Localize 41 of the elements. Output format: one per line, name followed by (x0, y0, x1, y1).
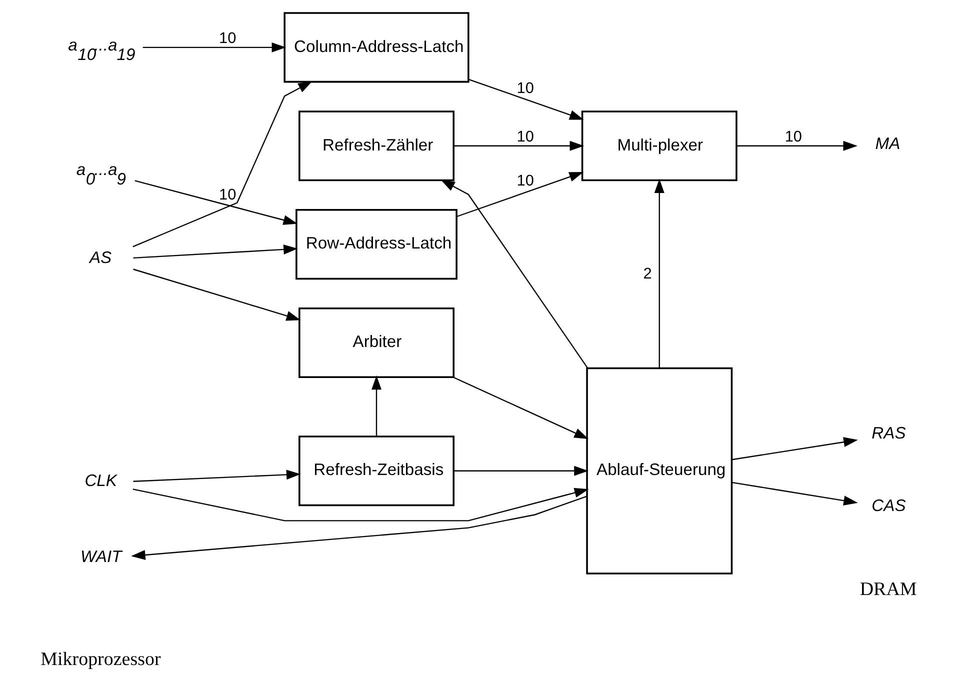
arrow (134, 180, 298, 225)
arrow (133, 244, 298, 259)
edge-label: 10 (516, 128, 534, 146)
edge-label: 2 (643, 265, 652, 282)
arrow (654, 178, 664, 368)
node-text: CLK (84, 470, 117, 490)
label: DRAM (860, 579, 917, 600)
arrow (372, 375, 382, 436)
node-text: CAS (872, 496, 906, 515)
node-box: Refresh-Zeitbasis (298, 436, 454, 506)
arrow (133, 268, 301, 321)
arrow (133, 470, 301, 482)
node-box: Multi-plexer (581, 110, 738, 182)
edge-label: 10 (784, 128, 802, 146)
node-box: Row-Address-Latch (296, 209, 458, 280)
node-box: Ablauf-Steuerung (586, 367, 733, 574)
node-text: MA (875, 134, 900, 154)
node-box: Refresh-Zähler (298, 110, 454, 182)
edge-label: 10 (516, 172, 534, 190)
arrow (732, 482, 858, 506)
arrow (452, 376, 588, 440)
edge-label: 10 (219, 186, 236, 204)
arrow (142, 42, 286, 52)
arrow (132, 488, 589, 522)
arrow (132, 81, 312, 248)
arrow (440, 180, 588, 368)
arrow (454, 466, 588, 476)
arrow (736, 140, 858, 151)
node-box: Arbiter (298, 307, 454, 378)
arrow (131, 496, 587, 560)
edge-label: 10 (219, 30, 236, 48)
arrow (468, 78, 584, 120)
label: Mikroprozessor (40, 649, 161, 670)
node-text: RAS (872, 423, 906, 442)
node-text: AS (89, 248, 112, 267)
arrow (456, 172, 584, 218)
edge-label: 10 (516, 80, 534, 97)
node-text: WAIT (80, 546, 122, 566)
arrow (454, 140, 584, 151)
node-box: Column-Address-Latch (284, 12, 470, 83)
arrow (732, 437, 858, 460)
